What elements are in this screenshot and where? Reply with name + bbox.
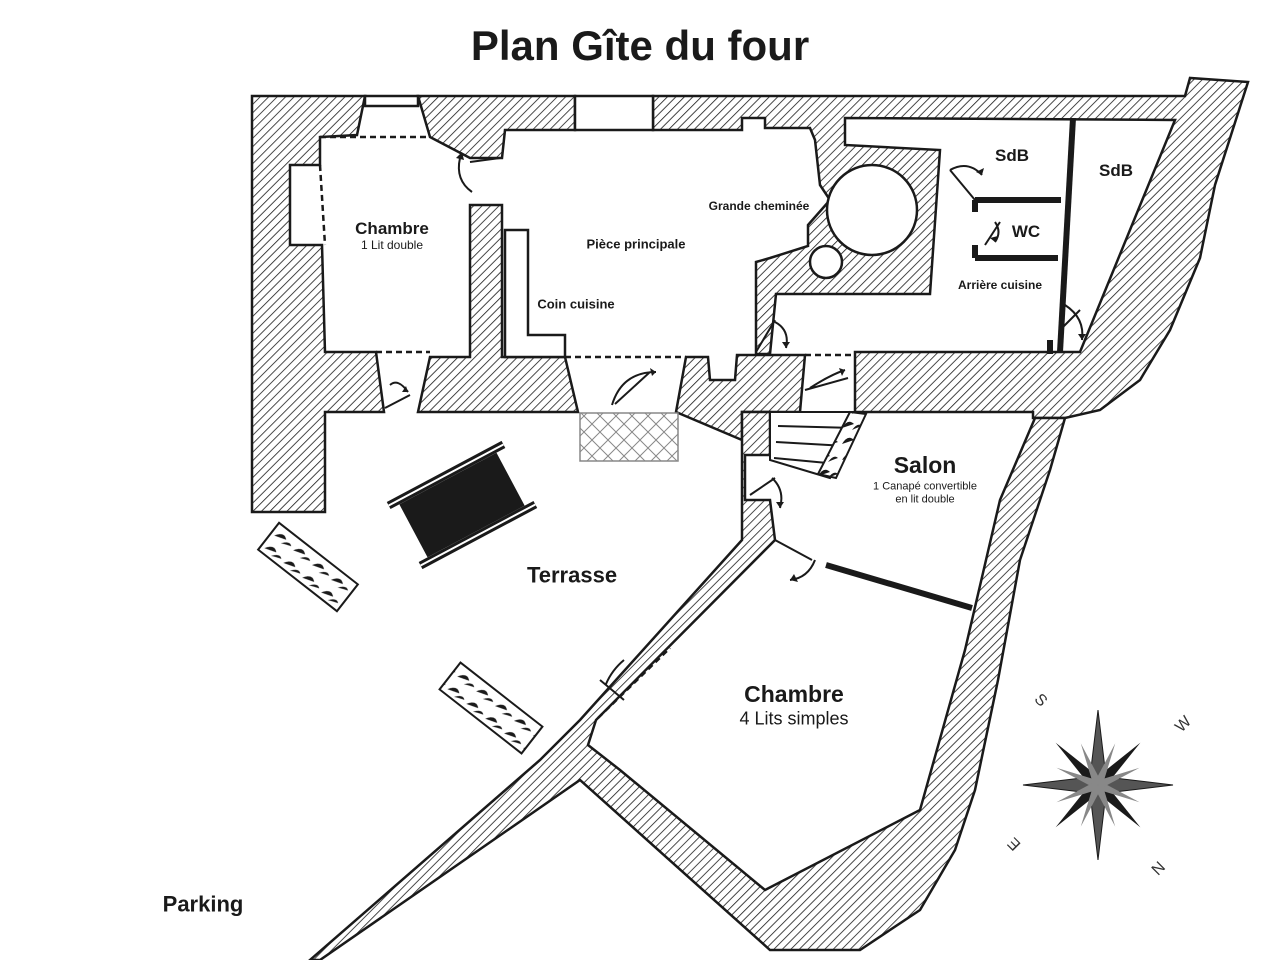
room-arriere-cuisine: Arrière cuisine <box>957 278 1043 293</box>
wall-west <box>250 94 386 514</box>
windows <box>363 94 655 132</box>
stairs <box>769 410 868 480</box>
room-coin-cuisine: Coin cuisine <box>537 296 615 312</box>
openings <box>318 135 855 719</box>
fireplace <box>808 163 919 280</box>
partitions <box>825 117 1076 611</box>
room-chambre-2-detail: 4 Lits simples <box>739 708 849 729</box>
area-terrasse: Terrasse <box>526 562 618 588</box>
wall-interior-1 <box>416 203 580 414</box>
garden-table <box>386 440 538 570</box>
wall-north-2 <box>651 76 1250 420</box>
room-chambre-2-name: Chambre <box>744 680 844 707</box>
room-wc: WC <box>1011 222 1041 242</box>
wall-north-1 <box>416 94 577 160</box>
area-parking: Parking <box>162 891 244 917</box>
room-salon-name: Salon <box>893 451 957 478</box>
room-grande-cheminee: Grande cheminée <box>708 199 810 214</box>
room-salon-detail-2: en lit double <box>895 493 955 506</box>
room-piece-principale: Pièce principale <box>586 236 686 252</box>
room-sdb-1: SdB <box>995 146 1029 166</box>
page-title: Plan Gîte du four <box>470 21 810 69</box>
kitchen-counter <box>503 228 567 359</box>
wall-salon-west <box>308 410 1067 960</box>
terrace-paving <box>579 412 679 462</box>
walls <box>250 76 1250 960</box>
room-salon-detail-1: 1 Canapé convertible <box>873 480 977 493</box>
room-sdb-2: SdB <box>1099 161 1133 181</box>
compass-rose <box>1022 709 1174 861</box>
planters <box>256 521 544 755</box>
room-chambre-1-name: Chambre <box>355 219 429 239</box>
door-arrowheads <box>402 152 1086 582</box>
room-chambre-1-detail: 1 Lit double <box>360 238 424 253</box>
